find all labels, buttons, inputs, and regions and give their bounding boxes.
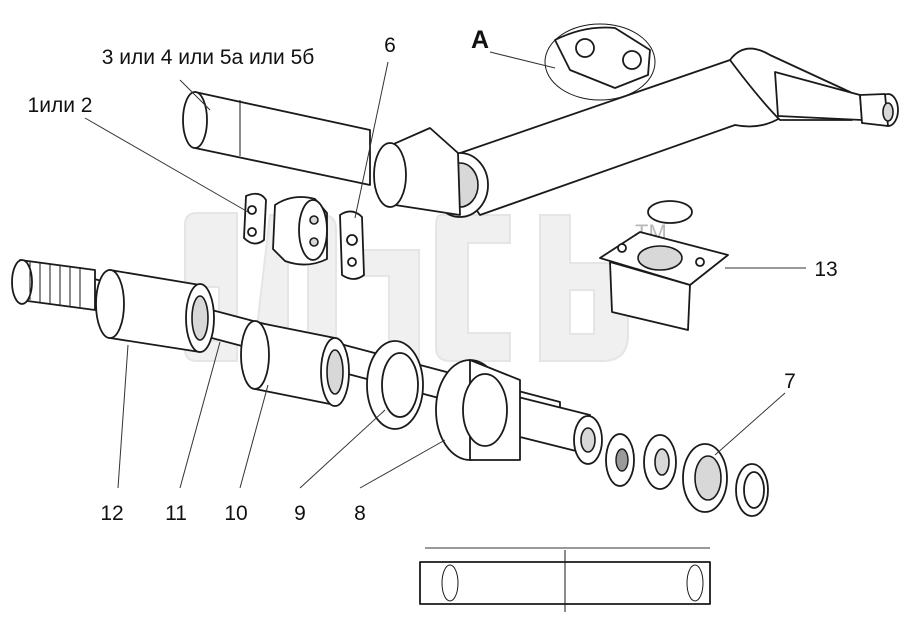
bracket-13 <box>599 200 729 331</box>
label-view-a: A <box>471 26 489 54</box>
label-part-8: 8 <box>354 502 366 525</box>
label-part-9: 9 <box>294 502 306 525</box>
lock-plate <box>339 210 365 280</box>
retaining-ring <box>243 192 267 245</box>
label-part-10: 10 <box>224 502 247 525</box>
ring-7b <box>735 463 769 517</box>
label-part-6: 6 <box>384 34 396 57</box>
seal-ring-9 <box>366 340 424 430</box>
seal-7 <box>682 443 728 513</box>
rod-sketch <box>419 547 711 612</box>
label-part-13: 13 <box>814 258 837 281</box>
label-pipe-variants: 3 или 4 или 5а или 5б <box>102 46 315 69</box>
label-part-7: 7 <box>784 370 796 393</box>
bearing-8 <box>435 359 521 461</box>
bearing-12 <box>95 269 215 353</box>
bushing-10 <box>240 320 350 407</box>
washer-a <box>605 433 635 487</box>
label-part-12: 12 <box>100 502 123 525</box>
label-part-11: 11 <box>165 502 187 525</box>
label-ring-variants: 1или 2 <box>28 94 93 117</box>
pipe-sleeve <box>182 91 371 186</box>
washer-b <box>643 434 677 490</box>
leader-lines <box>84 51 806 489</box>
axle-housing <box>373 23 899 218</box>
bushing-block <box>272 196 328 266</box>
